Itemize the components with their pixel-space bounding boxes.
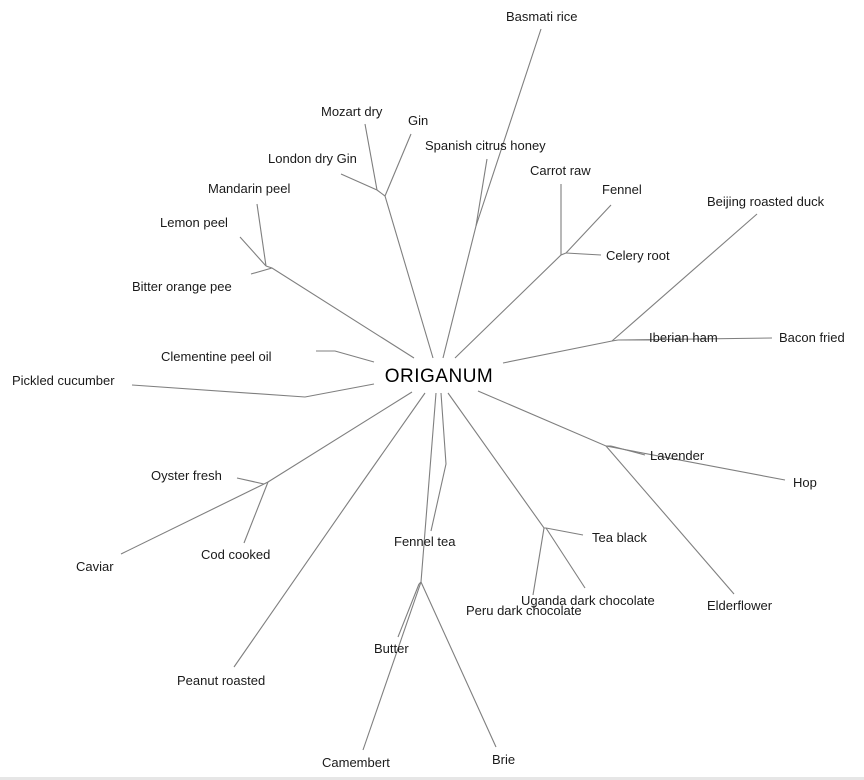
leaf-label: Carrot raw: [530, 163, 591, 178]
edge-pickled-cucumber: [131, 383, 375, 398]
edge-lemon-peel: [239, 236, 267, 267]
edge-peru-dark-chocolate: [532, 527, 545, 596]
edge-clementine-peel-oil: [316, 350, 375, 363]
edge-mandarin-peel: [256, 203, 267, 267]
leaf-label: Peru dark chocolate: [466, 603, 582, 618]
leaf-label: Hop: [793, 475, 817, 490]
edge-butter: [397, 583, 420, 638]
edge-meat-cluster: [502, 339, 619, 364]
leaf-label: Camembert: [322, 755, 390, 770]
edge-beijing-roasted-duck: [611, 213, 758, 342]
leaf-label: Clementine peel oil: [161, 349, 272, 364]
leaf-label: Uganda dark chocolate: [521, 593, 655, 608]
leaf-label: Pickled cucumber: [12, 373, 115, 388]
leaf-label: Iberian ham: [649, 330, 718, 345]
leaf-label: Gin: [408, 113, 428, 128]
edge-vegetable-cluster: [454, 252, 567, 359]
edge-uganda-dark-chocolate: [545, 527, 586, 589]
leaf-label: Oyster fresh: [151, 468, 222, 483]
edge-seafood-cluster: [263, 391, 413, 485]
edge-london-dry-gin: [340, 173, 378, 191]
leaf-label: Bitter orange pee: [132, 279, 232, 294]
edge-fennel: [565, 204, 612, 254]
leaf-label: Spanish citrus honey: [425, 138, 546, 153]
edge-brie: [420, 581, 497, 748]
edge-camembert: [362, 581, 422, 751]
edge-tea-black: [545, 527, 584, 536]
edge-dairy-cluster: [418, 392, 437, 585]
leaf-label: Lavender: [650, 448, 705, 463]
edge-cod-cooked: [243, 481, 269, 544]
leaf-label: Elderflower: [707, 598, 773, 613]
leaf-labels: Basmati rice Mozart dry Gin Spanish citr…: [12, 9, 845, 770]
edge-gin: [384, 133, 412, 197]
leaf-label: Caviar: [76, 559, 114, 574]
edge-hop: [605, 445, 786, 481]
edge-peanut-roasted: [233, 392, 426, 668]
leaf-label: Mozart dry: [321, 104, 383, 119]
tree-edges: [120, 28, 786, 751]
leaf-label: London dry Gin: [268, 151, 357, 166]
edge-citrus-cluster: [265, 265, 415, 359]
root-node-label: ORIGANUM: [385, 366, 494, 387]
edge-oyster-fresh: [236, 477, 265, 485]
edge-tea-chocolate-cluster: [447, 392, 546, 529]
leaf-label: Butter: [374, 641, 409, 656]
edge-floral-cluster: [477, 390, 611, 447]
leaf-label: Lemon peel: [160, 215, 228, 230]
leaf-label: Beijing roasted duck: [707, 194, 825, 209]
leaf-label: Bacon fried: [779, 330, 845, 345]
leaf-label: Basmati rice: [506, 9, 578, 24]
leaf-label: Brie: [492, 752, 515, 767]
edge-basmati-rice: [442, 28, 542, 359]
leaf-label: Mandarin peel: [208, 181, 290, 196]
edge-spanish-citrus-honey: [475, 158, 488, 227]
edge-mozart-dry: [364, 123, 378, 191]
edge-gin-cluster: [376, 189, 434, 359]
edge-elderflower: [605, 445, 735, 595]
edge-fennel-tea: [430, 392, 447, 532]
edge-bitter-orange-pee: [250, 267, 273, 275]
edge-bacon-fried: [617, 337, 773, 341]
bottom-divider: [0, 777, 864, 780]
edge-celery-root: [565, 252, 602, 256]
leaf-label: Tea black: [592, 530, 647, 545]
leaf-label: Celery root: [606, 248, 670, 263]
leaf-label: Peanut roasted: [177, 673, 265, 688]
leaf-label: Fennel tea: [394, 534, 456, 549]
leaf-label: Cod cooked: [201, 547, 270, 562]
edge-caviar: [120, 483, 265, 555]
leaf-label: Fennel: [602, 182, 642, 197]
